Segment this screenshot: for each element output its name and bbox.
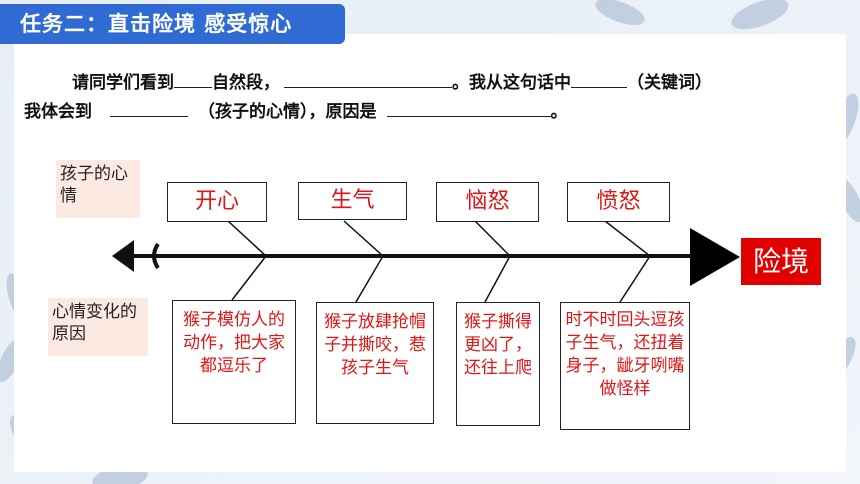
mood-box-3: 恼怒 bbox=[436, 182, 539, 222]
prompt-line-1: 请同学们看到 自然段， 。我从这句话中 （关键词） bbox=[72, 69, 712, 95]
prompt-line-2: 我体会到 （孩子的心情），原因是 。 bbox=[24, 98, 568, 124]
task-title-badge: 任务二：直击险境 感受惊心 bbox=[0, 4, 345, 44]
prompt-text: （孩子的心情），原因是 bbox=[198, 102, 377, 122]
fishbone-upper-bones bbox=[227, 220, 651, 257]
blank-reason[interactable] bbox=[386, 98, 551, 117]
result-danger-box: 险境 bbox=[741, 238, 821, 285]
prompt-text: 。我从这句话中 bbox=[452, 73, 571, 93]
mood-box-4: 愤怒 bbox=[567, 182, 670, 222]
prompt-text: 。 bbox=[550, 102, 568, 122]
fishbone-tail-mark bbox=[152, 242, 160, 270]
reason-box-3: 猴子撕得更凶了，还往上爬 bbox=[456, 302, 540, 426]
prompt-text: （关键词） bbox=[627, 73, 712, 93]
reason-box-2: 猴子放肆抢帽子并撕咬，惹孩子生气 bbox=[316, 302, 434, 424]
mood-box-2: 生气 bbox=[298, 182, 407, 220]
prompt-text: 自然段， bbox=[212, 73, 280, 93]
reason-box-1: 猴子模仿人的动作，把大家都逗乐了 bbox=[172, 300, 296, 424]
blank-paragraph-number[interactable] bbox=[174, 69, 212, 88]
blank-sentence[interactable] bbox=[284, 69, 452, 88]
label-child-mood: 孩子的心情 bbox=[56, 160, 140, 218]
prompt-text: 我体会到 bbox=[24, 102, 92, 122]
blank-keyword[interactable] bbox=[571, 69, 627, 88]
label-mood-reason: 心情变化的原因 bbox=[48, 298, 148, 356]
fishbone-tail-arrow bbox=[112, 240, 134, 272]
fishbone-lower-bones bbox=[231, 255, 651, 303]
reason-box-4: 时不时回头逗孩子生气，还扭着身子，龇牙咧嘴做怪样 bbox=[560, 302, 690, 430]
fishbone-head-arrow bbox=[690, 228, 740, 286]
mood-box-1: 开心 bbox=[167, 182, 267, 222]
blank-child-mood[interactable] bbox=[110, 98, 188, 117]
prompt-text: 请同学们看到 bbox=[72, 73, 174, 93]
